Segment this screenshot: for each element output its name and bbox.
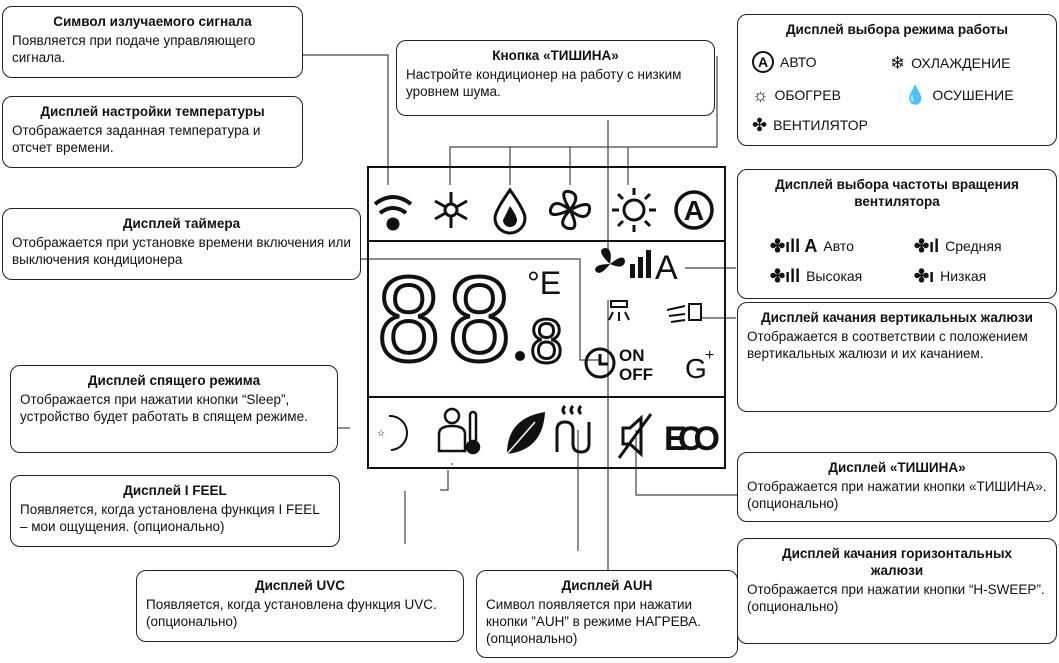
horizontal-swing-icon bbox=[608, 300, 630, 321]
callout-desc: Символ появляется при нажатии кнопки ”AU… bbox=[486, 597, 701, 646]
auh-heater-icon bbox=[555, 404, 591, 454]
drop-icon bbox=[493, 187, 527, 235]
vertical-swing-icon bbox=[666, 303, 702, 323]
callout-desc: Отображается в соответствии с положением… bbox=[747, 329, 1028, 361]
mode-heat: ☼ ОБОГРЕВ bbox=[752, 85, 841, 105]
fan-speed-icon: ✤ıll A bbox=[770, 236, 818, 256]
callout-fan-speed: Дисплей выбора частоты вращения вентилят… bbox=[737, 169, 1057, 299]
callout-desc: Появляется, когда установлена функция UV… bbox=[146, 597, 437, 629]
callout-title: Символ излучаемого сигнала bbox=[53, 14, 252, 29]
callout-title: Дисплей качания вертикальных жалюзи bbox=[761, 310, 1033, 325]
callout-desc: Отображается при нажатии кнопки «ТИШИНА»… bbox=[747, 479, 1047, 511]
snowflake-icon: ❄ bbox=[890, 53, 906, 73]
sun-icon: ☼ bbox=[752, 85, 769, 105]
fan-icon bbox=[548, 189, 592, 231]
mode-label: ОСУШЕНИЕ bbox=[932, 87, 1014, 103]
callout-title: Дисплей AUH bbox=[561, 578, 653, 593]
callout-temperature: Дисплей настройки температуры Отображает… bbox=[2, 96, 303, 168]
callout-title: Дисплей качания горизонтальных жалюзи bbox=[781, 546, 1013, 578]
callout-i-feel: Дисплей I FEEL Появляется, когда установ… bbox=[10, 475, 340, 547]
temp-digits: 88 bbox=[375, 257, 513, 387]
eco-label: ECO bbox=[664, 420, 720, 458]
fan-speed-label: Авто bbox=[823, 238, 854, 254]
callout-desc: Отображается при нажатии кнопки “Sleep”,… bbox=[20, 392, 308, 424]
fan-speed-auto: ✤ıll A Авто bbox=[770, 236, 854, 256]
auto-mode-icon: A bbox=[752, 51, 774, 73]
callout-title: Дисплей «ТИШИНА» bbox=[828, 460, 966, 475]
callout-horizontal-swing: Дисплей качания горизонтальных жалюзи От… bbox=[737, 538, 1057, 644]
mute-icon bbox=[617, 413, 653, 459]
fan-speed-medium: ✤ıl Средняя bbox=[914, 236, 1002, 256]
callout-desc: Отображается при нажатии кнопки “H-SWEEP… bbox=[747, 582, 1045, 614]
callout-timer: Дисплей таймера Отображается при установ… bbox=[2, 208, 361, 280]
fan-speed-high: ✤ıll Высокая bbox=[770, 266, 863, 286]
callout-title: Дисплей выбора частоты вращения вентилят… bbox=[775, 177, 1019, 209]
callout-mode: Дисплей выбора режима работы A АВТО ❄ ОХ… bbox=[737, 14, 1057, 146]
mode-label: ОБОГРЕВ bbox=[774, 87, 841, 103]
degree-symbol: °E bbox=[527, 265, 561, 301]
drop-icon: 💧 bbox=[904, 85, 927, 105]
callout-sleep: Дисплей спящего режима Отображается при … bbox=[10, 365, 338, 453]
timer-off-label: OFF bbox=[619, 365, 653, 384]
i-feel-icon bbox=[437, 407, 481, 455]
snowflake-icon bbox=[434, 192, 468, 228]
clock-icon bbox=[584, 347, 616, 379]
callout-title: Дисплей таймера bbox=[122, 216, 241, 231]
callout-uvc: Дисплей UVC Появляется, когда установлен… bbox=[136, 570, 464, 642]
callout-signal: Символ излучаемого сигнала Появляется пр… bbox=[2, 6, 303, 78]
mode-auto: A АВТО bbox=[752, 51, 817, 73]
callout-quiet-display: Дисплей «ТИШИНА» Отображается при нажати… bbox=[737, 452, 1057, 522]
fan-speed-label: Средняя bbox=[945, 238, 1002, 254]
fan-speed-icon: ✤ıll bbox=[770, 266, 801, 286]
callout-title: Дисплей I FEEL bbox=[123, 483, 227, 498]
callout-vertical-swing: Дисплей качания вертикальных жалюзи Отоб… bbox=[737, 302, 1057, 412]
auto-mode-icon: A bbox=[674, 190, 714, 230]
mode-cool: ❄ ОХЛАЖДЕНИЕ bbox=[890, 53, 1011, 73]
fan-speed-label: Высокая bbox=[806, 268, 863, 284]
callout-title: Дисплей UVC bbox=[254, 578, 346, 593]
sun-icon bbox=[612, 188, 656, 232]
leaf-icon bbox=[506, 412, 545, 455]
fan-speed-icon bbox=[595, 248, 651, 278]
callout-auh: Дисплей AUH Символ появляется при нажати… bbox=[476, 570, 738, 658]
mode-fan: ✤ ВЕНТИЛЯТОР bbox=[752, 115, 868, 135]
callout-title: Кнопка «ТИШИНА» bbox=[492, 48, 619, 63]
signal-icon bbox=[373, 195, 413, 231]
lcd-panel: A 88 8 °E A ON OFF G + ☆ bbox=[367, 166, 726, 469]
fan-speed-icon: ✤ıl bbox=[914, 236, 940, 256]
callout-title: Дисплей спящего режима bbox=[87, 373, 261, 388]
fan-speed-icon: ✤ı bbox=[914, 266, 935, 286]
callout-title: Дисплей выбора режима работы bbox=[785, 22, 1009, 37]
fan-speed-label: Низкая bbox=[940, 268, 987, 284]
auto-letter: A bbox=[684, 195, 704, 226]
temp-small-digit: 8 bbox=[529, 308, 564, 376]
callout-desc: Появляется, когда установлена функция I … bbox=[20, 502, 320, 534]
mode-label: ОХЛАЖДЕНИЕ bbox=[911, 55, 1011, 71]
sleep-icon: ☆ bbox=[377, 414, 408, 451]
callout-desc: Настройте кондиционер на работу с низким… bbox=[406, 67, 682, 99]
callout-desc: Отображается заданная температура и отсч… bbox=[12, 123, 261, 155]
fan-auto-letter: A bbox=[655, 249, 678, 287]
fan-icon: ✤ bbox=[752, 115, 768, 135]
callout-desc: Появляется при подаче управляющего сигна… bbox=[12, 33, 256, 65]
mode-label: АВТО bbox=[780, 53, 817, 70]
mode-label: ВЕНТИЛЯТОР bbox=[773, 117, 868, 133]
g-plus-label: G bbox=[685, 353, 707, 384]
g-plus-sign: + bbox=[705, 347, 714, 364]
timer-on-label: ON bbox=[619, 346, 645, 365]
callout-title: Дисплей настройки температуры bbox=[40, 104, 265, 119]
fan-speed-low: ✤ı Низкая bbox=[914, 266, 987, 286]
callout-quiet-button: Кнопка «ТИШИНА» Настройте кондиционер на… bbox=[396, 40, 715, 116]
mode-dry: 💧 ОСУШЕНИЕ bbox=[904, 85, 1014, 105]
svg-text:☆: ☆ bbox=[377, 428, 385, 438]
callout-desc: Отображается при установке времени включ… bbox=[12, 235, 351, 267]
